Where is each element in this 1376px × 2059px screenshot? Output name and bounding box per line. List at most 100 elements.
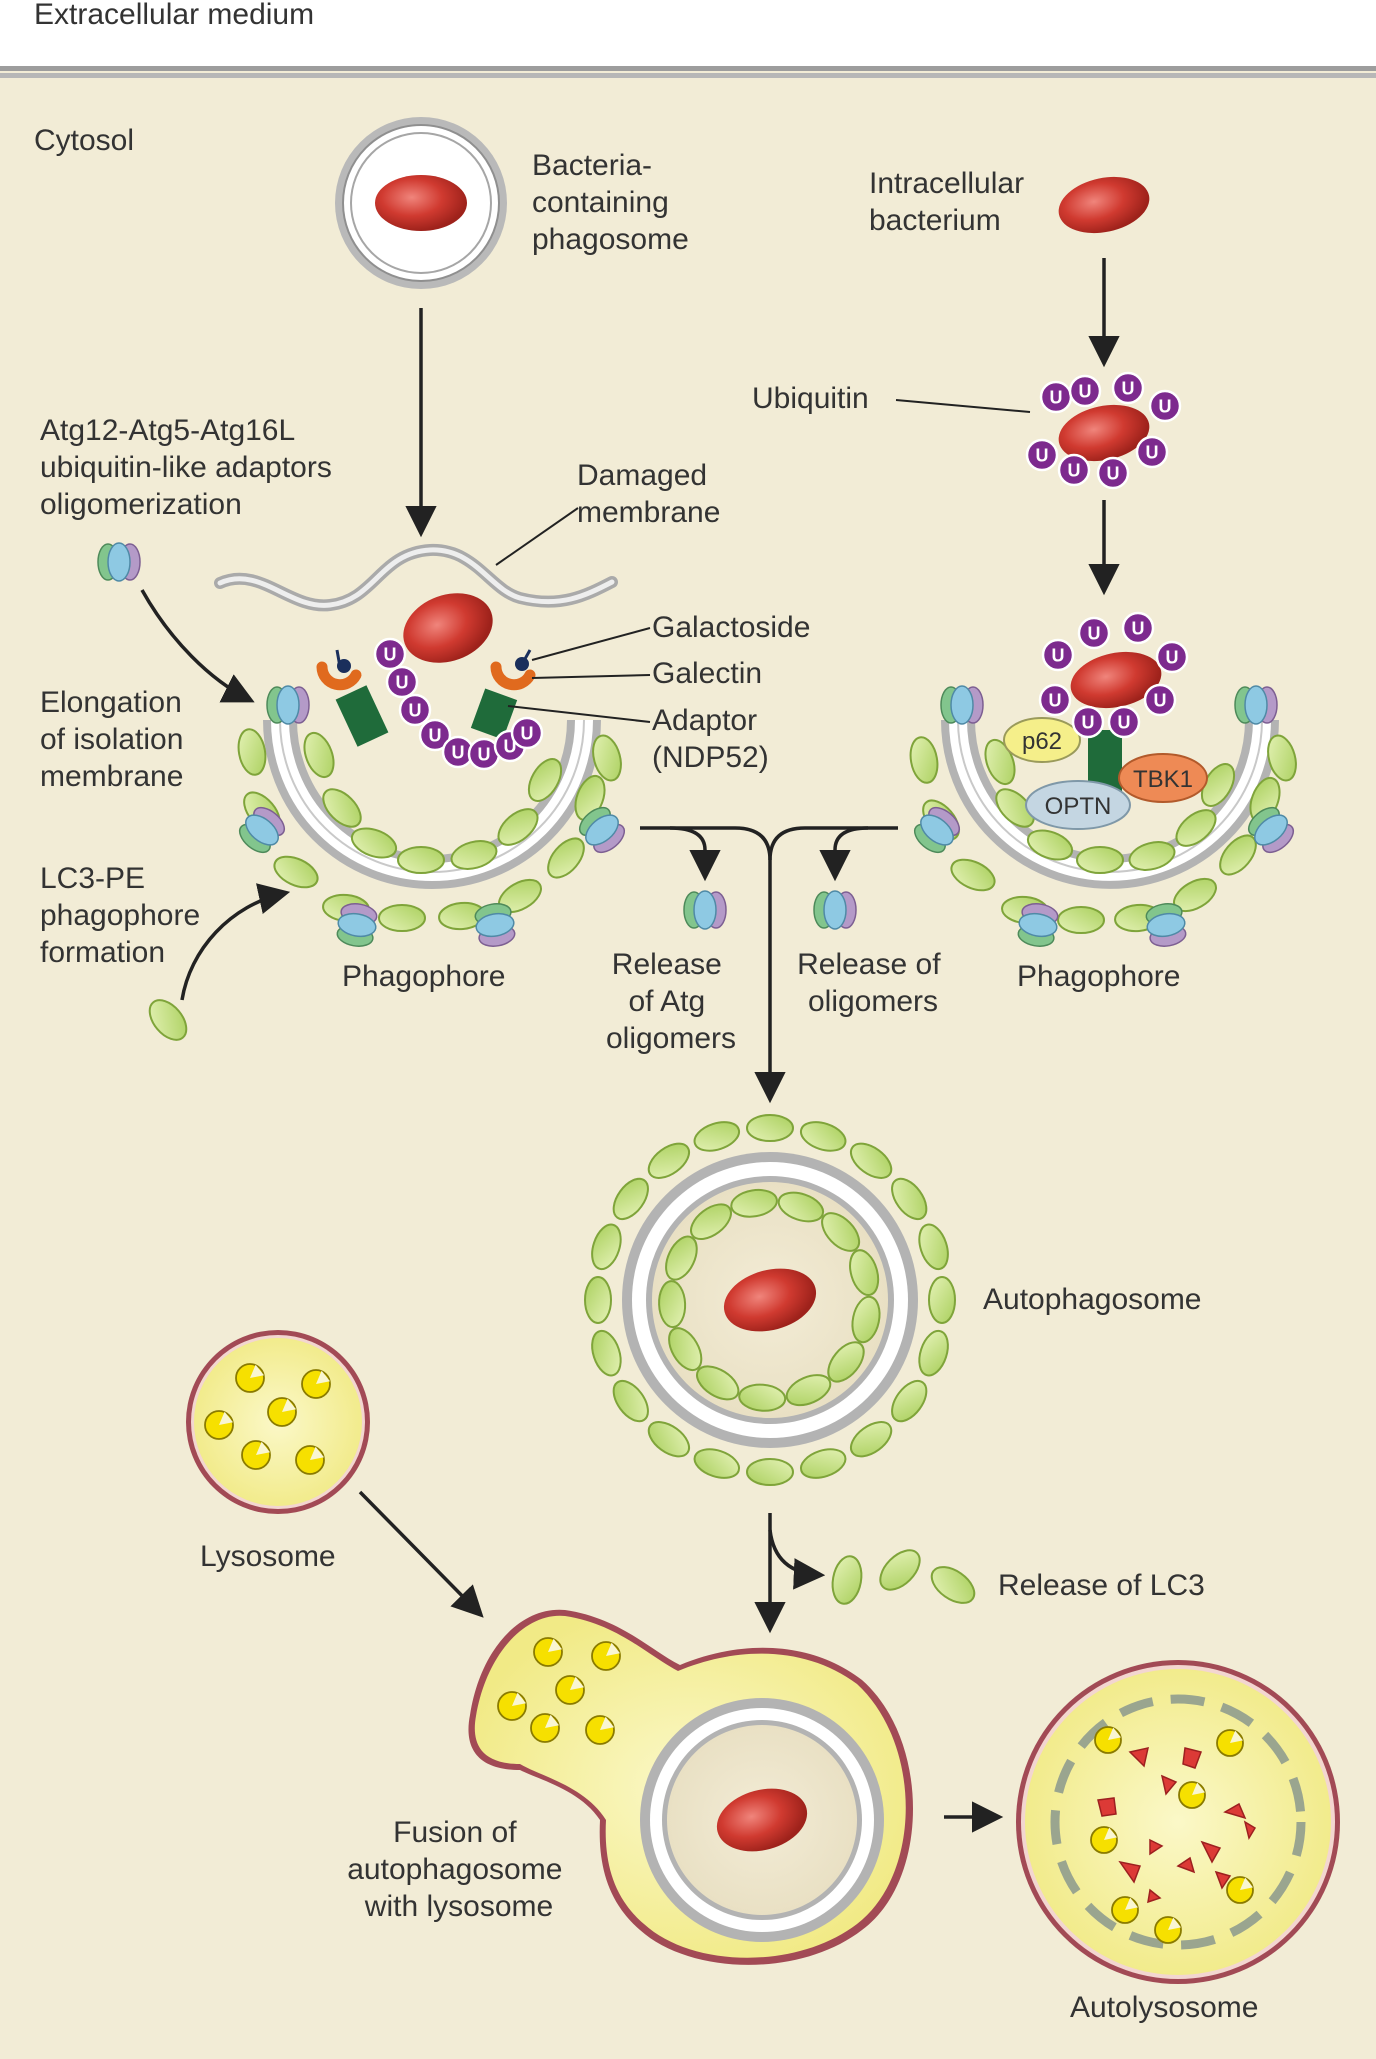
- autolysosome-enzymes: [1090, 1726, 1254, 1944]
- ubiquitin-letter: U: [1088, 624, 1101, 644]
- ubiquitin-letter: U: [384, 645, 397, 665]
- p62-icon: [1003, 717, 1081, 763]
- lc3-icon: [665, 1235, 698, 1281]
- lc3-icon: [730, 1188, 778, 1218]
- lysosomal-enzyme-icon: [1154, 1916, 1182, 1944]
- ubiquitin-letter: U: [1159, 397, 1172, 417]
- lc3-icon: [799, 1121, 847, 1152]
- ubiquitin-letter: U: [1082, 713, 1095, 733]
- debris-fragment-icon: [1147, 1888, 1162, 1904]
- lysosomal-enzyme-icon: [1178, 1781, 1206, 1809]
- ubiquitin-letter: U: [409, 701, 422, 721]
- lc3-icon: [891, 1177, 928, 1221]
- lc3-icon: [450, 840, 498, 870]
- galactoside-leader: [531, 627, 651, 661]
- phagosome-label: Bacteria- containing phagosome: [532, 149, 689, 256]
- released-lc3-icon: [879, 1549, 921, 1591]
- ubiquitin-letter: U: [1132, 619, 1145, 639]
- ubiquitinated-bacterium: [1058, 404, 1150, 462]
- lc3-icon: [984, 738, 1016, 786]
- phagophore-left-label: Phagophore: [342, 960, 505, 993]
- debris-fragment-icon: [1118, 1860, 1142, 1884]
- lc3-icon: [591, 1329, 622, 1377]
- lysosomal-enzyme-icon: [1226, 1876, 1254, 1904]
- phagophore-right-label: Phagophore: [1017, 960, 1180, 993]
- atg-oligomer-icon: [97, 542, 141, 582]
- lysosome-enzymes: [204, 1363, 331, 1475]
- lc3-coat-autophagosome: [584, 1114, 956, 1486]
- plasma-membrane-outer: [0, 66, 1376, 71]
- galactoside-icon: [335, 649, 532, 673]
- damaged-phagosome-bacterium-icon: [403, 593, 493, 663]
- lc3-icon: [1175, 809, 1217, 847]
- debris-fragment-icon: [1160, 1774, 1178, 1796]
- extracellular-band: [0, 0, 1376, 66]
- ubiquitin-letter: U: [396, 673, 409, 693]
- tbk1-label: TBK1: [1133, 766, 1193, 793]
- atg-oligomer-icon: [1234, 685, 1278, 725]
- ubiquitin-letter: U: [1107, 464, 1120, 484]
- ubiquitin-icon: [418, 718, 452, 752]
- galactoside-label: Galactoside: [652, 611, 810, 644]
- lc3-coat-left: [237, 728, 622, 932]
- atg-oligomer-icon: [913, 806, 961, 854]
- galectin-icon: [316, 661, 536, 691]
- lc3-icon: [1026, 829, 1074, 861]
- atg-oligomers-left: [238, 685, 626, 947]
- ubiquitin-icon: [1143, 683, 1177, 717]
- optn-label: OPTN: [1045, 793, 1112, 820]
- cytosol-label: Cytosol: [34, 124, 134, 157]
- ubiquitin-icon: [1148, 389, 1182, 423]
- adaptor-left: [335, 685, 389, 747]
- atg-oligomer-icon: [1247, 806, 1295, 854]
- ubiquitin-icon: [1096, 456, 1130, 490]
- lc3pe-label: LC3-PE phagophore formation: [40, 862, 209, 969]
- ubiquitin-letter: U: [429, 726, 442, 746]
- lc3-icon: [690, 1203, 732, 1241]
- lysosomal-enzyme-icon: [295, 1445, 325, 1475]
- lc3-icon: [918, 1223, 949, 1271]
- lysosomal-enzyme-icon: [301, 1369, 331, 1399]
- lysosomal-enzyme-icon: [591, 1641, 621, 1671]
- lc3-icon: [849, 1249, 880, 1296]
- lc3-icon: [303, 731, 335, 779]
- galectin-label: Galectin: [652, 657, 762, 690]
- lc3-icon: [849, 1142, 893, 1179]
- ubiquitin-icon: [1121, 611, 1155, 645]
- bacteria-containing-phagosome: [335, 117, 507, 289]
- atg-oligomer-icon: [97, 542, 141, 582]
- ubiquitin-letter: U: [521, 724, 534, 744]
- lc3-icon: [1219, 834, 1257, 876]
- ubiquitin-icon: [1077, 616, 1111, 650]
- lysosomal-enzyme-icon: [1111, 1896, 1139, 1924]
- lc3-icon: [851, 1295, 881, 1344]
- lc3-icon: [746, 1114, 794, 1142]
- ubiquitin-icon: [1155, 640, 1189, 674]
- lc3-icon: [547, 837, 585, 879]
- release-lc3-label: Release of LC3: [998, 1569, 1205, 1602]
- elongation-label: Elongation of isolation membrane: [40, 686, 192, 793]
- released-oligomers: [683, 890, 857, 930]
- lc3-icon: [909, 736, 939, 784]
- fusion-enzymes: [497, 1637, 621, 1745]
- bacterium-icon: [375, 175, 467, 231]
- autophagosome-label: Autophagosome: [983, 1283, 1202, 1316]
- debris-fragment-icon: [1214, 1870, 1232, 1890]
- lc3-icon: [273, 855, 319, 889]
- adaptor-right: [470, 688, 518, 740]
- lysosomal-enzyme-icon: [235, 1363, 265, 1393]
- lc3-icon: [591, 1223, 622, 1271]
- lc3-icon: [849, 1421, 893, 1458]
- ubiquitin-icon: [1135, 435, 1169, 469]
- debris-fragment-icon: [1182, 1747, 1202, 1769]
- lysosomal-enzyme-icon: [267, 1397, 297, 1427]
- lc3-icon: [995, 788, 1035, 828]
- atg-oligomers-right: [913, 685, 1295, 947]
- ubiquitin-letter: U: [1122, 379, 1135, 399]
- lc3-icon: [378, 904, 426, 932]
- adaptor-leader: [507, 705, 651, 723]
- lc3-icon: [738, 1383, 787, 1412]
- lc3-icon: [237, 728, 267, 776]
- atg-oligomer-icon: [1017, 903, 1059, 947]
